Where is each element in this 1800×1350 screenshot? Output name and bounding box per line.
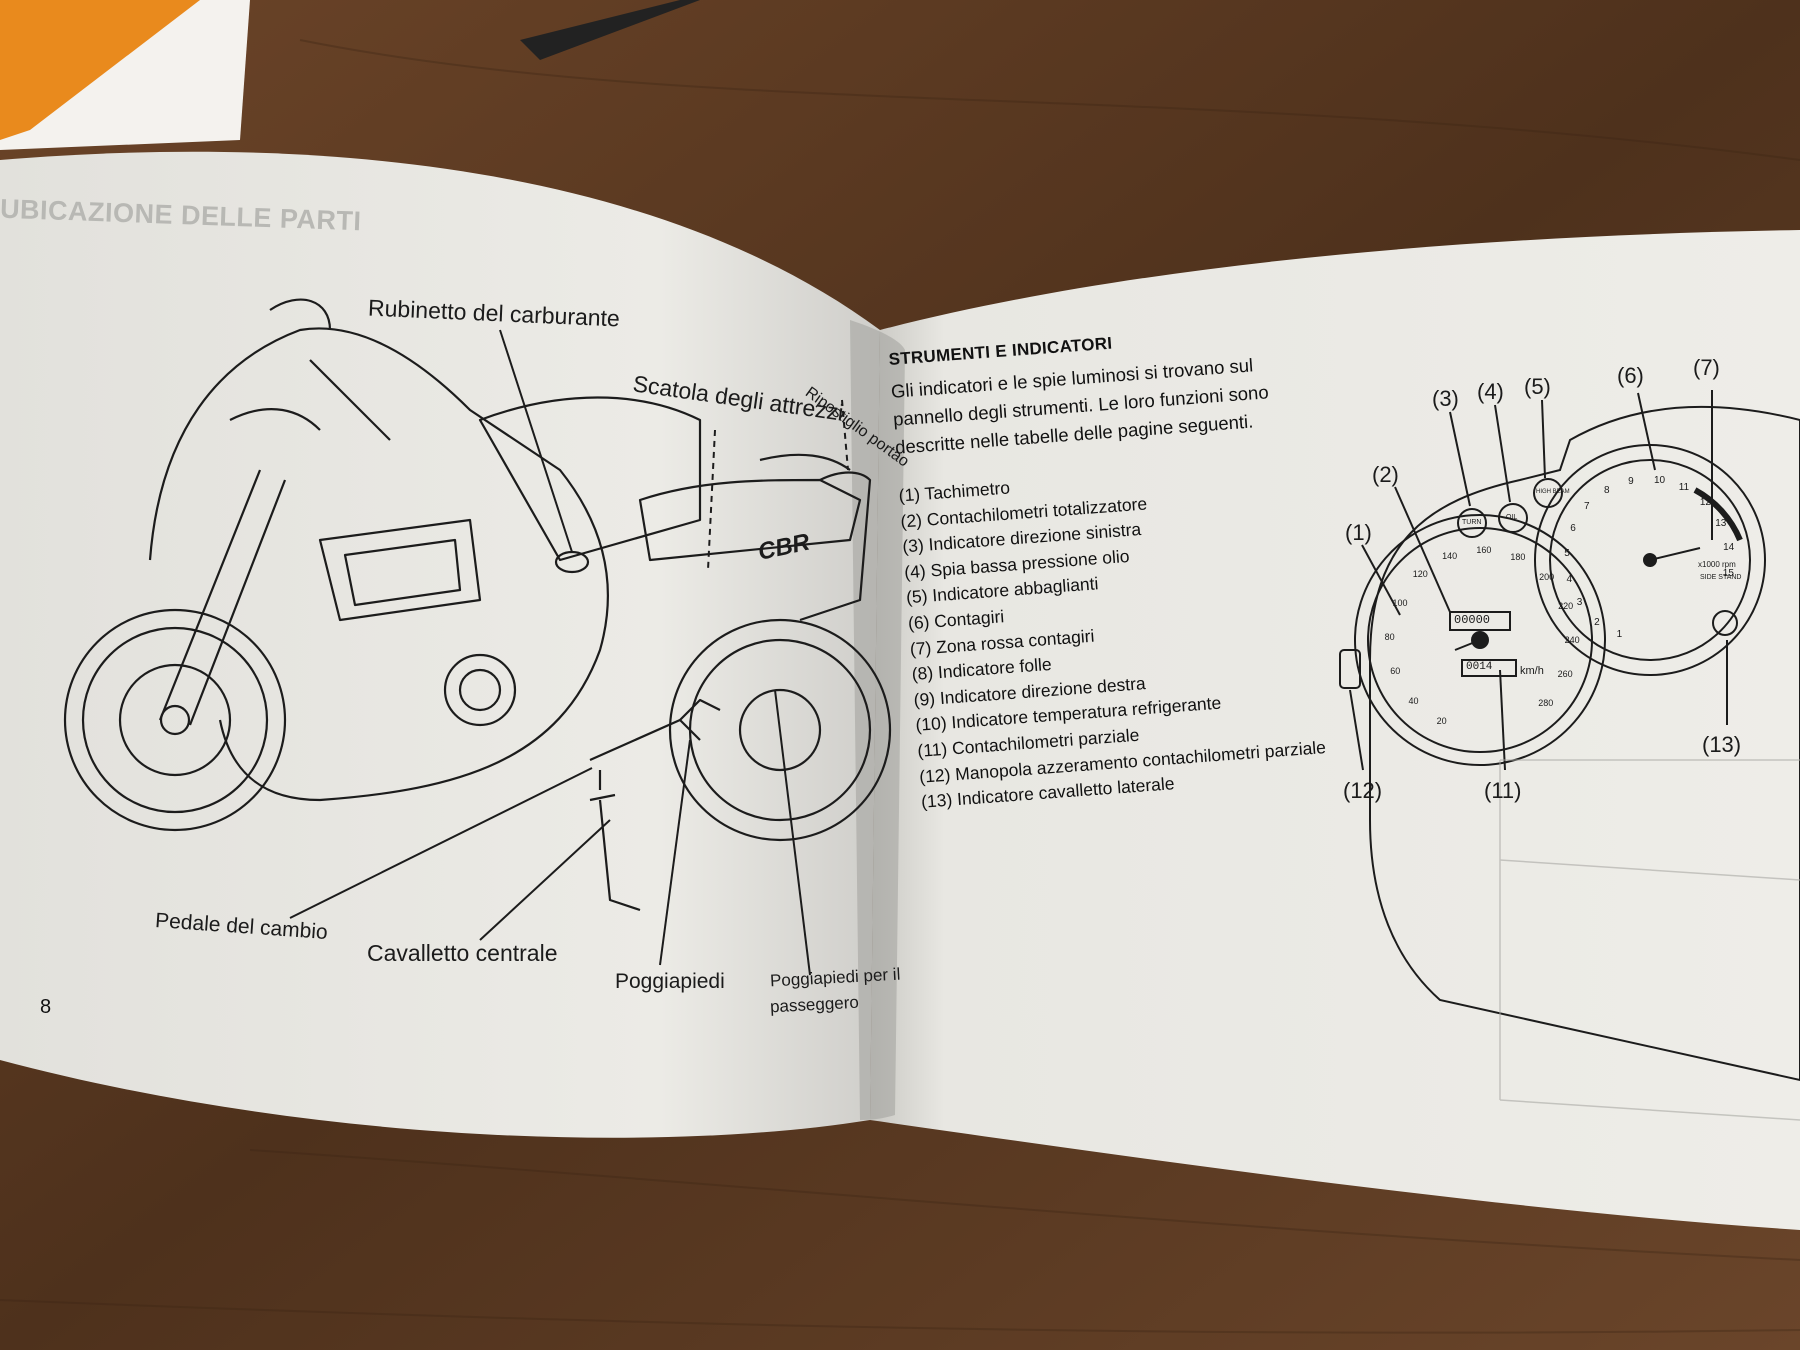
callout-4: (4) xyxy=(1477,379,1504,404)
gauge-tick-label: 100 xyxy=(1392,597,1408,608)
gauge-tick-label: 15 xyxy=(1722,567,1734,579)
gauge-tick-label: 13 xyxy=(1715,517,1727,529)
gauge-tick-label: 2 xyxy=(1594,616,1600,628)
gauge-tick-label: 20 xyxy=(1436,716,1447,727)
leader-lines-right xyxy=(1349,390,1728,771)
callout-2: (2) xyxy=(1372,462,1399,487)
callout-1: (1) xyxy=(1345,520,1372,545)
gauge-tick-label: 3 xyxy=(1576,597,1583,609)
trip-readout: 0014 xyxy=(1466,661,1493,673)
gauge-tick-label: 140 xyxy=(1442,550,1458,561)
gauge-tick-label: 4 xyxy=(1566,573,1573,585)
speedometer-unit: km/h xyxy=(1520,665,1544,677)
gauge-tick-label: 200 xyxy=(1539,571,1555,582)
lamp-high-beam-label: HIGH BEAM xyxy=(1536,489,1570,495)
callout-11: (11) xyxy=(1484,778,1522,803)
label-center-stand: Cavalletto centrale xyxy=(367,940,558,966)
gauge-tick-label: 120 xyxy=(1412,569,1428,580)
left-page xyxy=(0,151,880,1138)
callout-12: (12) xyxy=(1343,778,1383,803)
leader-lines-left xyxy=(289,329,849,976)
gauge-tick-label: 60 xyxy=(1390,665,1401,676)
gauge-tick-label: 10 xyxy=(1653,474,1666,486)
gauge-tick-label: 8 xyxy=(1604,484,1610,496)
gauge-tick-label: 80 xyxy=(1384,631,1395,642)
pen xyxy=(520,0,700,60)
gauge-tick-label: 7 xyxy=(1584,501,1590,513)
gauge-tick-label: 14 xyxy=(1723,542,1735,554)
gauge-tick-label: 40 xyxy=(1408,695,1419,706)
motorcycle-drawing xyxy=(63,298,892,912)
gauge-tick-label: 9 xyxy=(1628,475,1634,487)
instruments-text: STRUMENTI E INDICATORI Gli indicatori e … xyxy=(888,319,1341,815)
side-stand-label: SIDE STAND xyxy=(1700,574,1742,581)
gauge-tick-label: 6 xyxy=(1570,522,1576,534)
callout-6: (6) xyxy=(1617,363,1644,388)
gauge-tick-label: 240 xyxy=(1564,635,1580,646)
gauge-tick-label: 160 xyxy=(1476,544,1492,555)
label-footrest: Poggiapiedi xyxy=(615,970,725,993)
gauge-tick-label: 180 xyxy=(1510,552,1526,563)
gauge-tick-label: 11 xyxy=(1678,481,1690,493)
callout-13: (13) xyxy=(1702,732,1742,757)
gauge-tick-label: 260 xyxy=(1557,669,1573,680)
instrument-list: (1) Tachimetro (2) Contachilometri total… xyxy=(898,453,1341,816)
gauge-tick-label: 1 xyxy=(1616,629,1623,641)
gauge-tick-label: 5 xyxy=(1564,548,1570,560)
orange-booklet xyxy=(0,0,250,150)
callout-5: (5) xyxy=(1524,374,1551,399)
lamp-oil-label: OIL xyxy=(1506,514,1518,521)
tachometer-unit: x1000 rpm xyxy=(1698,560,1736,569)
callout-7: (7) xyxy=(1693,355,1720,380)
gauge-tick-label: 280 xyxy=(1538,698,1554,709)
callout-3: (3) xyxy=(1432,386,1459,411)
lamp-turn-label: TURN xyxy=(1462,519,1482,526)
gauge-tick-label: 220 xyxy=(1558,600,1574,611)
page-number: 8 xyxy=(40,996,52,1018)
gauge-tick-label: 12 xyxy=(1699,496,1711,508)
odometer-readout: 00000 xyxy=(1454,613,1491,627)
